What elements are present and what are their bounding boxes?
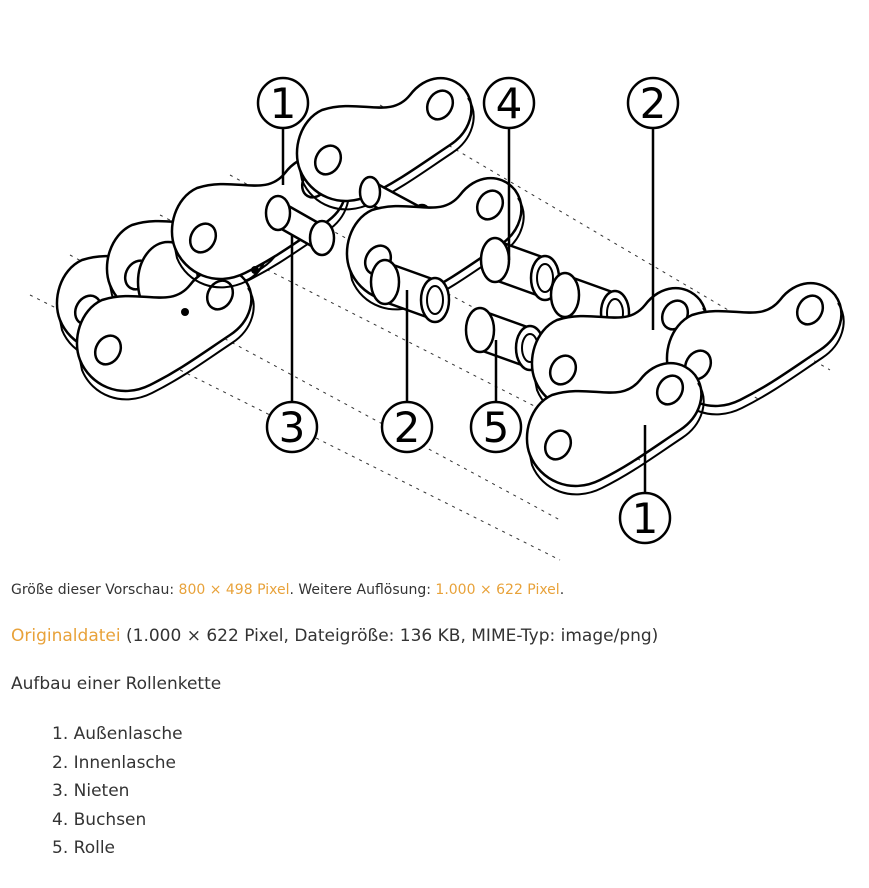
rivet-pin — [264, 194, 336, 257]
svg-text:2: 2 — [394, 403, 421, 452]
list-item: 3. Nieten — [52, 777, 183, 806]
svg-text:2: 2 — [640, 79, 667, 128]
list-item: 5. Rolle — [52, 834, 183, 863]
bushing — [479, 236, 561, 302]
original-file-line: Originaldatei (1.000 × 622 Pixel, Dateig… — [11, 626, 658, 646]
parts-list: 1. Außenlasche 2. Innenlasche 3. Nieten … — [52, 720, 183, 863]
preview-size-link[interactable]: 800 × 498 Pixel — [178, 582, 290, 598]
alt-resolution-link[interactable]: 1.000 × 622 Pixel — [435, 582, 560, 598]
preview-middle: . Weitere Auflösung: — [289, 582, 436, 598]
list-item-number: 2. — [52, 752, 69, 773]
callout-3: 3 — [265, 400, 319, 454]
svg-text:4: 4 — [496, 79, 523, 128]
list-item-number: 1. — [52, 724, 69, 744]
assembled-chain — [55, 154, 350, 401]
preview-prefix: Größe dieser Vorschau: — [11, 582, 179, 598]
list-item-label: Innenlasche — [73, 752, 177, 773]
list-item-number: 4. — [52, 809, 69, 830]
callout-4: 4 — [482, 76, 536, 130]
preview-size-line: Größe dieser Vorschau: 800 × 498 Pixel. … — [11, 582, 564, 598]
list-item: 1. Außenlasche — [52, 720, 183, 749]
callout-2-top: 2 — [626, 76, 680, 130]
svg-text:3: 3 — [279, 403, 306, 452]
original-file-link[interactable]: Originaldatei — [11, 626, 121, 646]
callout-1-top: 1 — [256, 76, 310, 130]
list-item-label: Buchsen — [73, 809, 147, 830]
description: Aufbau einer Rollenkette — [11, 674, 222, 694]
list-item-number: 3. — [52, 781, 69, 802]
list-item-label: Rolle — [73, 838, 115, 859]
callout-1-bottom: 1 — [618, 491, 672, 545]
original-file-info: (1.000 × 622 Pixel, Dateigröße: 136 KB, … — [120, 626, 659, 646]
preview-suffix: . — [559, 582, 565, 598]
svg-text:1: 1 — [270, 79, 297, 128]
callout-2-bottom: 2 — [380, 400, 434, 454]
svg-text:1: 1 — [632, 494, 659, 543]
roller-chain-diagram[interactable]: 1 4 2 3 2 5 1 — [0, 40, 869, 570]
list-item: 4. Buchsen — [52, 806, 183, 835]
list-item: 2. Innenlasche — [52, 749, 183, 778]
svg-text:5: 5 — [483, 403, 510, 452]
list-item-number: 5. — [52, 838, 69, 859]
list-item-label: Nieten — [73, 781, 130, 802]
list-item-label: Außenlasche — [73, 724, 183, 744]
callout-5: 5 — [469, 400, 523, 454]
